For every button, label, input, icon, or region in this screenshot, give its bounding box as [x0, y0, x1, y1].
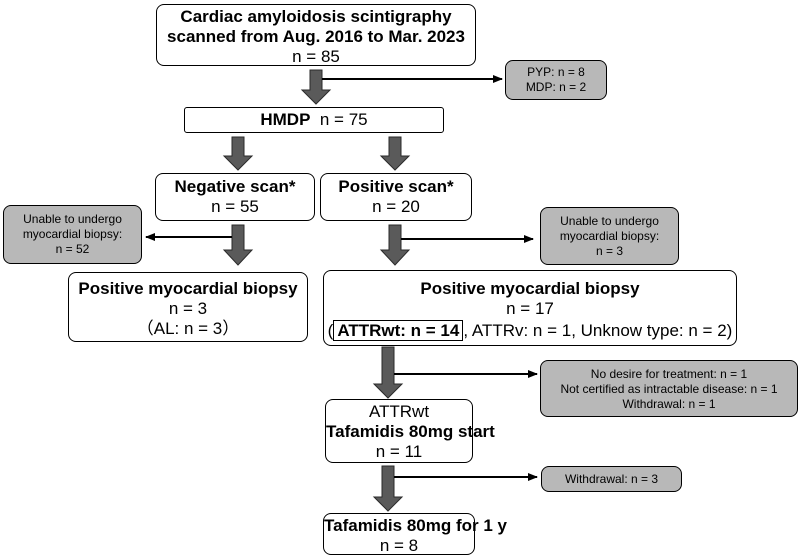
unable-left-count: n = 52 — [55, 242, 90, 256]
biopsy-left-detail: （AL: n = 3） — [136, 319, 240, 338]
excluded-treatment-box: No desire for treatment: n = 1 Not certi… — [540, 360, 798, 417]
final-title: Tafamidis 80mg for 1 y — [324, 516, 507, 535]
hmdp-line: HMDP n = 75 — [185, 110, 443, 130]
top-box: Cardiac amyloidosis scintigraphy scanned… — [156, 4, 476, 66]
attrwt-highlight: ATTRwt: n = 14 — [333, 320, 464, 341]
biopsy-right-count: n = 17 — [506, 299, 554, 318]
positive-scan-title: Positive scan* — [338, 177, 454, 196]
start-attrwt: ATTRwt — [368, 402, 430, 421]
unable-biopsy-right-box: Unable to undergo myocardial biopsy: n =… — [540, 207, 679, 265]
biopsy-right-detail: (ATTRwt: n = 14, ATTRv: n = 1, Unknow ty… — [324, 320, 736, 341]
start-count: n = 11 — [375, 442, 423, 461]
arrow-hmdp-to-positive — [379, 136, 411, 171]
biopsy-left-count: n = 3 — [168, 299, 208, 318]
excluded-tracer-box: PYP: n = 8 MDP: n = 2 — [505, 60, 607, 100]
top-count: n = 85 — [292, 47, 340, 66]
biopsy-right-box: Positive myocardial biopsy n = 17 (ATTRw… — [323, 270, 737, 346]
arrow-hmdp-to-negative — [222, 136, 254, 171]
arrow-positive-to-biopsy — [379, 224, 411, 266]
start-title: Tafamidis 80mg start — [326, 422, 495, 441]
arrow-negative-to-biopsy — [222, 224, 254, 266]
withdrawal-3: Withdrawal: n = 3 — [564, 472, 659, 486]
biopsy-left-title: Positive myocardial biopsy — [78, 279, 298, 298]
block-arrows — [222, 69, 411, 512]
tafamidis-start-box: ATTRwt Tafamidis 80mg start n = 11 — [325, 399, 495, 463]
not-certified: Not certified as intractable disease: n … — [560, 382, 778, 396]
side-arrows — [145, 75, 538, 481]
positive-scan-box: Positive scan* n = 20 — [320, 173, 472, 221]
excluded-mdp: MDP: n = 2 — [525, 80, 587, 94]
top-title-line1: Cardiac amyloidosis scintigraphy — [180, 7, 452, 26]
top-title-line2: scanned from Aug. 2016 to Mar. 2023 — [167, 27, 465, 46]
final-box: Tafamidis 80mg for 1 y n = 8 — [323, 513, 507, 555]
no-desire-treatment: No desire for treatment: n = 1 — [590, 367, 748, 381]
hmdp-count: n = 75 — [319, 110, 368, 129]
unable-right-count: n = 3 — [595, 244, 624, 258]
negative-scan-count: n = 55 — [211, 197, 259, 216]
hmdp-label: HMDP — [260, 110, 311, 129]
unable-left-line2: myocardial biopsy: — [22, 227, 123, 241]
excluded-pyp: PYP: n = 8 — [527, 65, 585, 79]
biopsy-right-open-paren: ( — [327, 321, 334, 340]
withdrawal-1: Withdrawal: n = 1 — [622, 397, 716, 411]
unable-biopsy-left-box: Unable to undergo myocardial biopsy: n =… — [3, 205, 142, 264]
withdrawal-box: Withdrawal: n = 3 — [541, 466, 682, 492]
biopsy-left-box: Positive myocardial biopsy n = 3 （AL: n … — [68, 272, 308, 342]
final-count: n = 8 — [379, 536, 419, 555]
positive-scan-count: n = 20 — [372, 197, 420, 216]
unable-right-line1: Unable to undergo — [560, 214, 659, 228]
biopsy-right-title: Positive myocardial biopsy — [420, 279, 640, 298]
arrow-start-to-final — [372, 465, 404, 512]
arrow-top-to-hmdp — [300, 69, 332, 105]
arrow-biopsy-to-start — [372, 346, 404, 399]
biopsy-right-rest: , ATTRv: n = 1, Unknow type: n = 2) — [463, 321, 733, 340]
negative-scan-box: Negative scan* n = 55 — [155, 173, 315, 221]
hmdp-box: HMDP n = 75 — [184, 107, 444, 133]
unable-left-line1: Unable to undergo — [23, 212, 122, 226]
unable-right-line2: myocardial biopsy: — [559, 229, 660, 243]
negative-scan-title: Negative scan* — [174, 177, 296, 196]
